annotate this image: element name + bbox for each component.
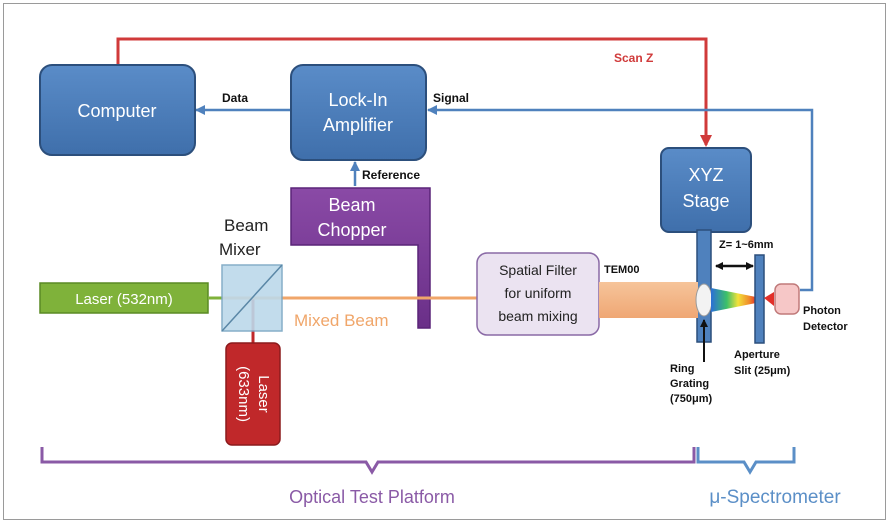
spectrometer-brace <box>696 447 796 475</box>
mixed-beam-label: Mixed Beam <box>294 311 388 330</box>
aperture-slit-label-line1: Aperture <box>734 349 780 361</box>
xyz-stage-label-line1: XYZ <box>688 165 723 185</box>
beam-chopper-label-line1: Beam <box>328 195 375 215</box>
scan-z-connector <box>116 37 712 147</box>
distance-label: Z= 1~6mm <box>719 239 774 251</box>
ring-grating <box>695 283 713 317</box>
lock-in-label-line2: Amplifier <box>323 115 393 135</box>
computer-box: Computer <box>39 64 196 156</box>
beam-chopper-label-line2: Chopper <box>317 220 386 240</box>
reference-label: Reference <box>362 168 420 182</box>
scan-z-label: Scan Z <box>614 51 653 65</box>
optical-platform-label: Optical Test Platform <box>289 487 455 507</box>
optical-platform-brace <box>40 447 696 475</box>
spectrometer-label: μ-Spectrometer <box>709 487 841 508</box>
photon-detector-label-line2: Detector <box>803 321 848 333</box>
tem00-label: TEM00 <box>604 264 639 276</box>
beam-mixer-label-line1: Beam <box>224 216 268 235</box>
aperture-slit-label-line2: Slit (25μm) <box>734 365 791 377</box>
lock-in-label-line1: Lock-In <box>328 90 387 110</box>
data-label: Data <box>222 91 248 105</box>
focused-beam <box>764 292 774 306</box>
diffraction-spectrum <box>711 288 756 312</box>
photon-detector <box>774 283 800 315</box>
laser-633-label-line2: (633nm) <box>235 366 252 422</box>
signal-connector <box>427 105 814 292</box>
ring-grating-label-line3: (750μm) <box>670 393 713 405</box>
beam-chopper: Beam Chopper <box>290 187 431 329</box>
laser-633-label-line1: Laser <box>255 375 272 413</box>
ring-grating-label-line1: Ring <box>670 363 694 375</box>
signal-label: Signal <box>433 91 469 105</box>
laser-532-box: Laser (532nm) <box>39 282 209 314</box>
ring-grating-label-line2: Grating <box>670 378 709 390</box>
diagram-frame <box>3 3 886 520</box>
laser-532-label: Laser (532nm) <box>75 291 173 308</box>
lock-in-amplifier-box: Lock-In Amplifier <box>290 64 427 161</box>
photon-detector-label-line1: Photon <box>803 305 841 317</box>
spatial-filter-box: Spatial Filter for uniform beam mixing <box>476 252 600 336</box>
tem00-beam <box>599 282 698 318</box>
spatial-filter-label-line3: beam mixing <box>498 308 577 324</box>
spatial-filter-label-line2: for uniform <box>505 285 572 301</box>
xyz-stage: XYZ Stage <box>660 147 752 343</box>
spatial-filter-label-line1: Spatial Filter <box>499 262 577 278</box>
beam-mixer-cube <box>221 264 283 332</box>
beam-mixer-label-line2: Mixer <box>219 240 261 259</box>
xyz-stage-label-line2: Stage <box>682 191 729 211</box>
computer-label: Computer <box>77 101 156 121</box>
laser-633-box: Laser (633nm) <box>225 342 281 446</box>
aperture-slit <box>754 254 765 344</box>
